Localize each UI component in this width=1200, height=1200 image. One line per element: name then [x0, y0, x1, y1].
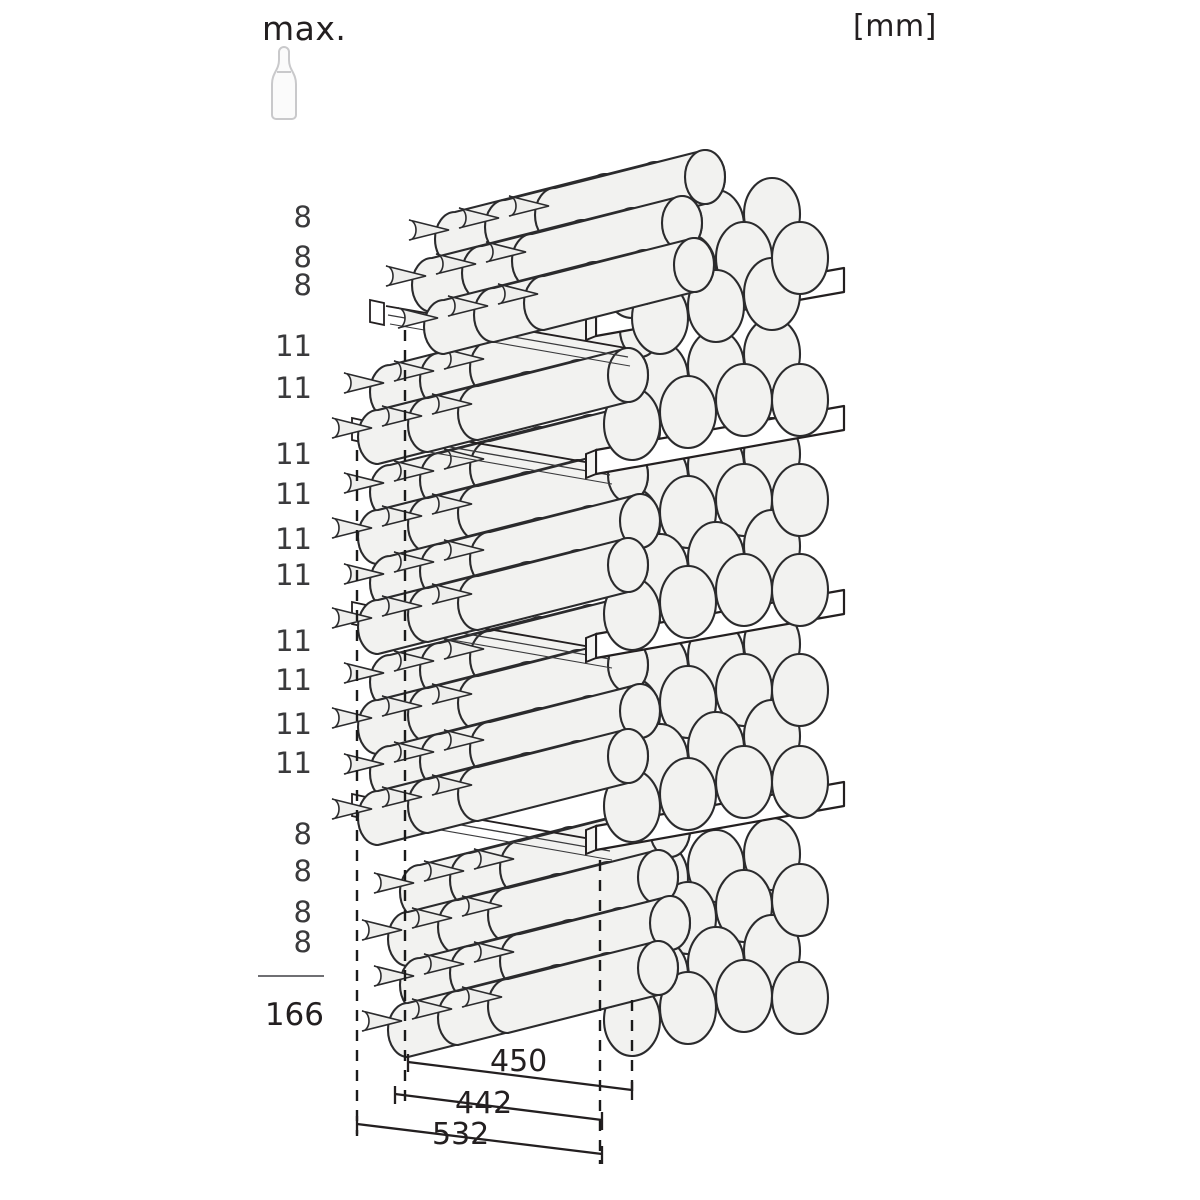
- row-count-2: 8: [293, 268, 312, 302]
- dimension-label-532: 532: [432, 1117, 490, 1152]
- unit-label: [mm]: [853, 9, 937, 44]
- row-count-1: 8: [293, 240, 312, 274]
- max-label: max.: [262, 9, 347, 48]
- row-count-14: 8: [293, 854, 312, 888]
- dimension-line-532: [355, 1116, 604, 1164]
- row-count-0: 8: [293, 200, 312, 234]
- row-count-13: 8: [293, 817, 312, 851]
- dimension-line-442: [393, 1086, 604, 1130]
- dimension-lines: [355, 1054, 634, 1164]
- dimension-line-450: [406, 1054, 634, 1100]
- row-count-3: 11: [275, 329, 312, 363]
- dimension-label-442: 442: [455, 1086, 513, 1121]
- row-count-9: 11: [275, 624, 312, 658]
- total-bottle-count: 166: [264, 997, 324, 1033]
- dimension-label-450: 450: [490, 1044, 548, 1079]
- row-count-5: 11: [275, 437, 312, 471]
- row-count-8: 11: [275, 558, 312, 592]
- row-count-4: 11: [275, 371, 312, 405]
- row-count-15: 8: [293, 895, 312, 929]
- total-separator-rule: [258, 975, 324, 977]
- row-count-6: 11: [275, 477, 312, 511]
- row-count-11: 11: [275, 707, 312, 741]
- wine-bottle-icon: [271, 46, 297, 120]
- row-count-10: 11: [275, 663, 312, 697]
- row-count-16: 8: [293, 925, 312, 959]
- row-count-12: 11: [275, 746, 312, 780]
- row-count-7: 11: [275, 522, 312, 556]
